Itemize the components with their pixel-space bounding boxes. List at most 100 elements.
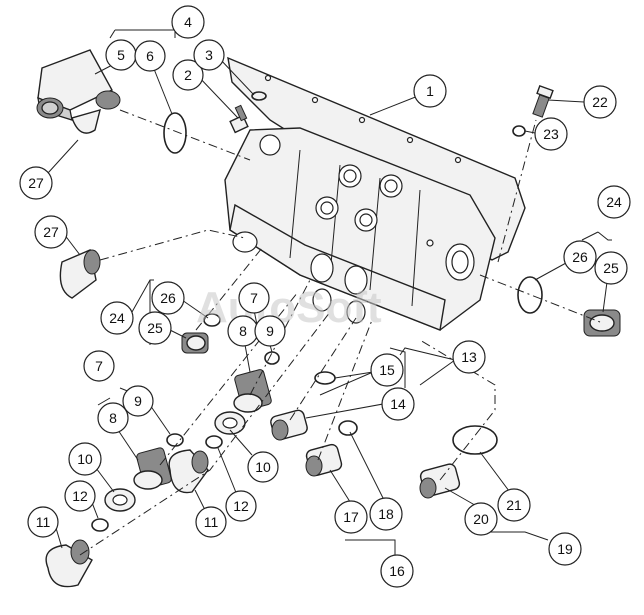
o-ring-6 <box>163 112 187 154</box>
svg-text:16: 16 <box>389 563 405 579</box>
callout-27-top: 27 <box>19 166 53 200</box>
callout-23: 23 <box>534 117 568 151</box>
fitting-25-left <box>181 332 209 354</box>
svg-text:25: 25 <box>147 320 163 336</box>
callout-5: 5 <box>105 39 137 71</box>
svg-text:13: 13 <box>461 349 477 365</box>
svg-text:4: 4 <box>184 14 192 30</box>
callout-24-left: 24 <box>100 301 134 335</box>
callout-2: 2 <box>172 59 204 91</box>
bolt-22 <box>532 84 554 118</box>
svg-text:10: 10 <box>255 459 271 475</box>
fitting-25-right <box>583 309 621 337</box>
watermark: AutoSoft <box>196 283 382 332</box>
svg-text:26: 26 <box>572 249 588 265</box>
svg-text:15: 15 <box>379 362 395 378</box>
callout-3: 3 <box>193 39 225 71</box>
svg-text:11: 11 <box>204 514 219 530</box>
svg-text:8: 8 <box>109 410 117 426</box>
svg-text:22: 22 <box>592 94 608 110</box>
callout-8-upper: 8 <box>227 315 259 347</box>
elbow-11-lower <box>45 539 93 588</box>
svg-text:8: 8 <box>239 323 247 339</box>
callout-20: 20 <box>464 502 498 536</box>
o-ring-18 <box>338 420 358 436</box>
svg-text:26: 26 <box>160 290 176 306</box>
callout-4-top: 4 <box>171 5 205 39</box>
fitting-14 <box>270 409 308 441</box>
callout-12-left: 12 <box>64 480 96 512</box>
callout-9-upper: 9 <box>254 315 286 347</box>
svg-text:20: 20 <box>473 511 489 527</box>
svg-text:7: 7 <box>250 290 258 306</box>
svg-text:1: 1 <box>426 83 434 99</box>
callout-1: 1 <box>413 74 447 108</box>
o-ring-15 <box>314 371 336 385</box>
svg-text:24: 24 <box>606 194 622 210</box>
callout-24-right: 24 <box>597 185 631 219</box>
callout-11-right: 11 <box>195 506 227 538</box>
callout-26-left: 26 <box>151 281 185 315</box>
callout-9-lower: 9 <box>122 385 154 417</box>
callout-15: 15 <box>370 353 404 387</box>
o-ring-12-upper <box>205 435 223 449</box>
svg-text:6: 6 <box>146 48 154 64</box>
bolt-2 <box>229 104 249 134</box>
callout-19: 19 <box>548 532 582 566</box>
callout-14: 14 <box>381 387 415 421</box>
plug-27 <box>59 249 101 299</box>
callout-13: 13 <box>452 340 486 374</box>
svg-text:12: 12 <box>72 488 88 504</box>
svg-text:17: 17 <box>343 509 359 525</box>
leader-lines <box>47 29 612 555</box>
callout-10-right: 10 <box>247 451 279 483</box>
elbow-11-upper <box>168 449 209 494</box>
callout-7-upper: 7 <box>238 282 270 314</box>
svg-text:18: 18 <box>378 506 394 522</box>
svg-text:23: 23 <box>543 126 559 142</box>
callout-8-lower: 8 <box>97 402 129 434</box>
fitting-20 <box>419 463 461 499</box>
adapter-8-lower <box>133 447 172 490</box>
svg-text:5: 5 <box>117 47 125 63</box>
callout-17: 17 <box>334 500 368 534</box>
callout-16: 16 <box>380 554 414 588</box>
o-ring-12-lower <box>91 518 109 532</box>
callout-25-left: 25 <box>138 311 172 345</box>
callout-12-right: 12 <box>225 490 257 522</box>
callout-10-left: 10 <box>68 442 102 476</box>
svg-text:10: 10 <box>77 451 93 467</box>
nut-10-upper <box>214 411 246 435</box>
o-ring-26-left <box>203 313 221 327</box>
washer-23 <box>512 125 526 137</box>
nut-10-lower <box>104 488 136 512</box>
svg-text:9: 9 <box>134 393 142 409</box>
svg-text:12: 12 <box>233 498 249 514</box>
callout-27-left: 27 <box>34 215 68 249</box>
callout-22: 22 <box>583 85 617 119</box>
svg-text:27: 27 <box>28 175 44 191</box>
callout-25-right: 25 <box>594 251 628 285</box>
svg-text:25: 25 <box>603 260 619 276</box>
o-ring-9-lower <box>166 433 184 447</box>
callout-6: 6 <box>134 40 166 72</box>
o-ring-21 <box>452 425 498 455</box>
callout-11-left: 11 <box>27 506 59 538</box>
callout-21: 21 <box>497 488 531 522</box>
adapter-8-upper <box>233 369 272 413</box>
callout-18: 18 <box>369 497 403 531</box>
svg-text:2: 2 <box>184 67 192 83</box>
valve-body <box>224 127 496 331</box>
svg-text:24: 24 <box>109 310 125 326</box>
svg-text:19: 19 <box>557 541 573 557</box>
svg-text:11: 11 <box>36 514 51 530</box>
svg-text:21: 21 <box>506 497 522 513</box>
elbow-fitting-top <box>36 49 121 134</box>
washer-3 <box>251 91 267 101</box>
svg-text:9: 9 <box>266 323 274 339</box>
fitting-17 <box>305 443 343 477</box>
svg-text:27: 27 <box>43 224 59 240</box>
svg-text:7: 7 <box>95 358 103 374</box>
o-ring-26-right <box>517 276 543 314</box>
